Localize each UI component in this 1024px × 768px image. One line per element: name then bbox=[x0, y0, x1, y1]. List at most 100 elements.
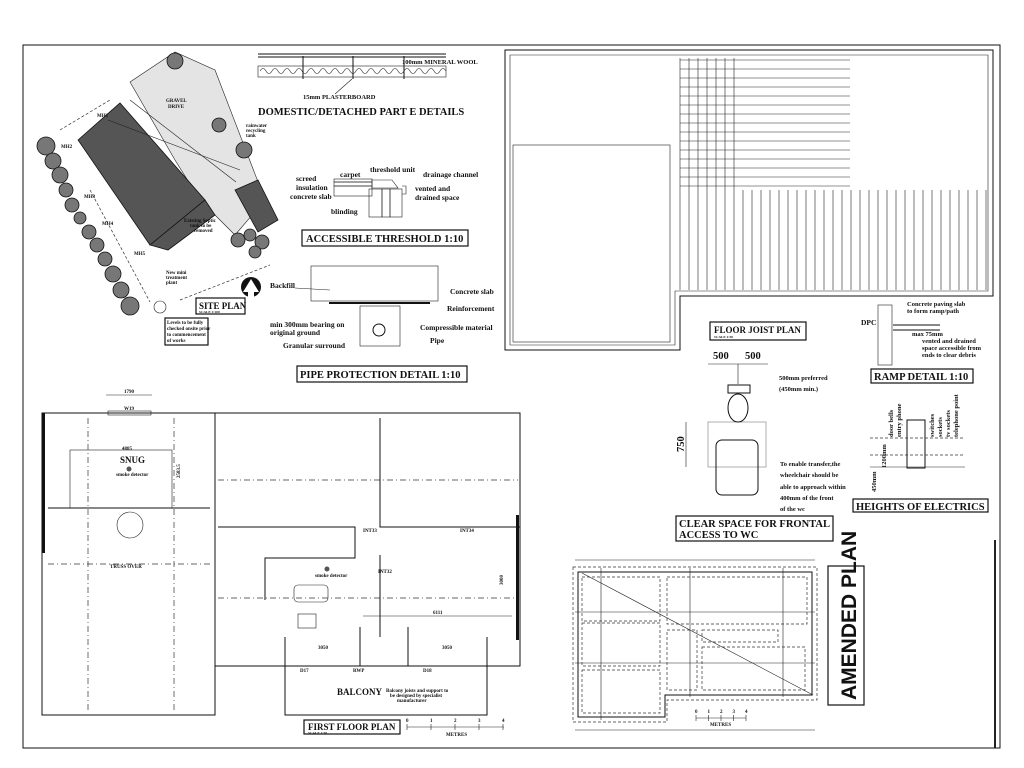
sockets-label: sockets bbox=[937, 417, 944, 437]
wc-title-box bbox=[675, 515, 834, 542]
amended-plan-stamp: AMENDED PLAN bbox=[827, 531, 865, 706]
wc-note: To enable transfer,the bbox=[780, 461, 840, 468]
ramp-title-box bbox=[870, 368, 974, 384]
scale-tick-label: 3 bbox=[478, 719, 481, 724]
site-plan: GRAVEL DRIVE Existing Septic tank to be … bbox=[36, 51, 279, 346]
joist-lines bbox=[679, 58, 987, 290]
door-int34-label: INT34 bbox=[460, 529, 474, 534]
threshold-title: ACCESSIBLE THRESHOLD 1:10 bbox=[306, 234, 463, 245]
gravel-label: GRAVEL bbox=[166, 99, 187, 104]
wc-dim-left: 500 bbox=[713, 351, 729, 362]
wc-title: CLEAR SPACE FOR FRONTAL bbox=[679, 519, 830, 530]
electrics-title-box bbox=[852, 498, 989, 513]
floor-joist-plan: FLOOR JOIST PLAN SCALE 1:50 bbox=[504, 49, 994, 351]
mineral-wool-label: 100mm MINERAL WOOL bbox=[402, 59, 478, 66]
outbuilding-roof bbox=[234, 179, 279, 233]
levels-note-4: of works bbox=[167, 339, 186, 344]
smoke-detector-label: smoke detector bbox=[116, 473, 149, 478]
north-arrow-icon bbox=[241, 277, 261, 297]
treatment-label-2: treatment bbox=[166, 276, 187, 281]
septic-label-2: tank to be bbox=[190, 224, 212, 229]
backfill-label: Backfill bbox=[270, 281, 295, 290]
compressible-label: Compressible material bbox=[420, 323, 493, 332]
dim-4885: 4885 bbox=[122, 447, 133, 452]
truss-over-label: TRUSS OVER bbox=[110, 565, 142, 570]
manhole-label: MH4 bbox=[102, 222, 114, 227]
wc-note: 400mm of the front bbox=[780, 495, 834, 502]
accessible-threshold-detail: screed insulation concrete slab blinding… bbox=[290, 165, 478, 247]
ramp-max-label: max 75mm bbox=[912, 331, 943, 338]
rainwater-label-2: recycling bbox=[246, 129, 266, 134]
dpc-label: DPC bbox=[861, 318, 876, 327]
carpet-label: carpet bbox=[340, 170, 361, 179]
scale-tick-label: 2 bbox=[720, 710, 723, 715]
bearing-label: min 300mm bearing on bbox=[270, 320, 345, 329]
first-floor-scale-unit: METRES bbox=[446, 733, 467, 738]
site-plan-title: SITE PLAN bbox=[199, 301, 247, 311]
septic-label-3: removed bbox=[194, 229, 213, 234]
door-bells-label: door bells bbox=[888, 409, 895, 437]
first-floor-title: FIRST FLOOR PLAN bbox=[308, 722, 396, 732]
dim-3000: 3000 bbox=[500, 575, 505, 586]
site-plan-title-box bbox=[195, 297, 246, 315]
wc-dim-right: 500 bbox=[745, 351, 761, 362]
tv-sockets-label: tv sockets bbox=[945, 410, 952, 437]
scale-tick-label: 4 bbox=[502, 719, 505, 724]
heights-of-electrics: door bells entry phone switches sockets … bbox=[852, 393, 989, 513]
ramp-vent-label-2: space accessible from bbox=[922, 345, 982, 352]
scale-tick-label: 3 bbox=[733, 710, 736, 715]
first-floor-plan: 1790 W19 4885 SNUG smoke detector 2583.5… bbox=[41, 390, 521, 738]
foundation-scale-unit: METRES bbox=[710, 723, 731, 728]
wc-preferred-label: 500mm preferred bbox=[779, 375, 828, 382]
wc-dim-depth: 750 bbox=[676, 436, 687, 452]
foundation-scale-bar: 0 1 2 3 4 bbox=[695, 710, 748, 721]
dim-2583: 2583.5 bbox=[177, 464, 182, 478]
treatment-label: New mini bbox=[166, 271, 187, 276]
manhole-label: MH5 bbox=[134, 252, 146, 257]
vented-label-2: drained space bbox=[415, 193, 460, 202]
wc-note: of the wc bbox=[780, 506, 805, 513]
scale-tick-label: 2 bbox=[454, 719, 457, 724]
amended-plan-text: AMENDED PLAN bbox=[838, 531, 861, 700]
scale-tick-label: 4 bbox=[745, 710, 748, 715]
switches-label: switches bbox=[929, 413, 936, 437]
pipe-protection-detail: Backfill Concrete slab Reinforcement min… bbox=[270, 265, 495, 383]
first-floor-scale: SCALE 1:50 bbox=[308, 731, 327, 735]
wc-note: wheelchair should be bbox=[780, 472, 839, 479]
bearing-label-2: original ground bbox=[270, 328, 321, 337]
height-1200-label: 1200mm bbox=[881, 444, 888, 468]
pipe-title: PIPE PROTECTION DETAIL 1:10 bbox=[300, 370, 461, 381]
dim-3050-left: 3050 bbox=[318, 646, 329, 651]
smoke-detector-label-2: smoke detector bbox=[315, 574, 348, 579]
wc-clear-space-detail: 500 500 750 500mm preferred (450mm min.)… bbox=[675, 351, 846, 542]
balcony-label: BALCONY bbox=[337, 687, 383, 697]
scale-tick-label: 0 bbox=[406, 719, 409, 724]
levels-note-2: checked onsite prior bbox=[167, 327, 211, 332]
manhole-label: MH1 bbox=[97, 114, 109, 119]
door-int33-label: INT33 bbox=[363, 529, 377, 534]
part-e-detail: 100mm MINERAL WOOL 15mm PLASTERBOARD DOM… bbox=[257, 53, 478, 118]
rwp-label: RWP bbox=[353, 669, 365, 674]
pipe-concrete-slab-label: Concrete slab bbox=[450, 287, 494, 296]
ramp-slab-label-2: to form ramp/path bbox=[907, 308, 959, 315]
threshold-unit-label: threshold unit bbox=[370, 165, 416, 174]
ramp-detail: Concrete paving slab to form ramp/path D… bbox=[861, 301, 982, 384]
wc-minimum-label: (450mm min.) bbox=[779, 386, 818, 393]
scale-tick-label: 1 bbox=[708, 710, 711, 715]
balcony-note: be designed by specialist bbox=[390, 694, 442, 699]
screed-label: screed bbox=[296, 174, 317, 183]
scale-tick-label: 0 bbox=[695, 710, 698, 715]
plasterboard-label: 15mm PLASTERBOARD bbox=[303, 94, 376, 101]
foundation-plan: 0 1 2 3 4 METRES bbox=[572, 559, 818, 731]
ramp-slab-label: Concrete paving slab bbox=[907, 301, 966, 308]
dim-6111: 6111 bbox=[433, 611, 443, 616]
part-e-title: DOMESTIC/DETACHED PART E DETAILS bbox=[258, 107, 464, 118]
door-int32-label: INT32 bbox=[378, 570, 392, 575]
wc-title-2: ACCESS TO WC bbox=[679, 530, 758, 541]
snug-label: SNUG bbox=[120, 455, 145, 465]
granular-label: Granular surround bbox=[283, 341, 346, 350]
balcony-note: manufacturer bbox=[397, 699, 427, 704]
blinding-label: blinding bbox=[331, 207, 358, 216]
septic-label: Existing Septic bbox=[184, 219, 217, 224]
